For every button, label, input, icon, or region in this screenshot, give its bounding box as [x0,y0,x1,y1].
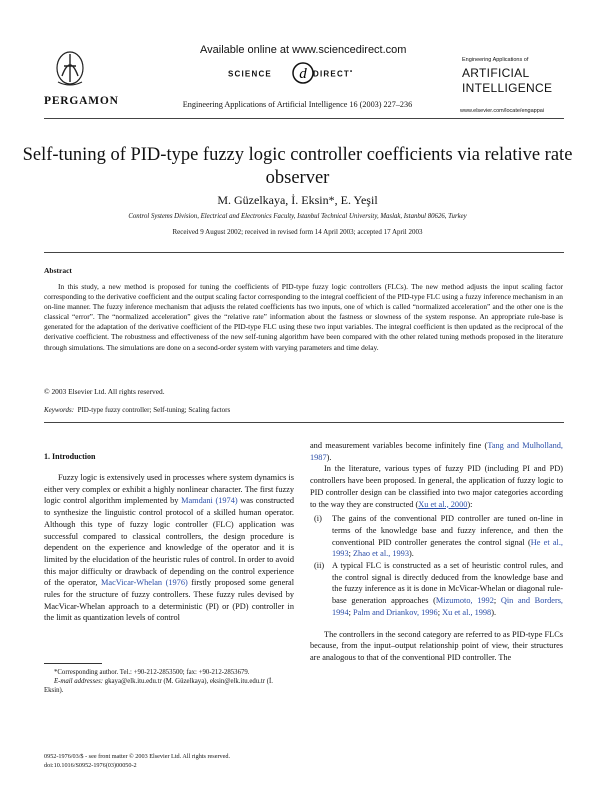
text-run: and measurement variables become infinit… [310,441,488,450]
right-column: and measurement variables become infinit… [310,440,563,664]
section-heading-introduction: 1. Introduction [44,452,96,461]
ref-link-zhao[interactable]: Zhao et al., 1993 [352,549,409,559]
article-title: Self-tuning of PID-type fuzzy logic cont… [22,145,573,188]
intro-paragraph-1: Fuzzy logic is extensively used in proce… [44,472,294,624]
list-number: (i) [314,514,322,524]
abstract-top-divider [44,252,564,253]
left-column: Fuzzy logic is extensively used in proce… [44,472,294,624]
text-run: ). [408,549,414,559]
text-run: ). [491,607,497,617]
text-run: firstly proposed some general rules for … [44,578,294,623]
text-run: In the literature, various types of fuzz… [310,464,563,509]
ref-link-he[interactable]: He et al., 1993 [332,537,563,559]
front-matter-footer: 0952-1976/03/$ - see front matter © 2003… [44,752,230,770]
ref-link-tang[interactable]: Tang and Mulholland, 1987 [310,441,563,462]
publisher-logo [42,48,98,92]
journal-url[interactable]: www.elsevier.com/locate/engappai [460,108,545,114]
header-divider [44,118,564,119]
keywords-values: PID-type fuzzy controller; Self-tuning; … [77,406,231,414]
footnote-emails: E-mail addresses: gkaya@elk.itu.edu.tr (… [44,677,294,695]
list-item: (ii) A typical FLC is constructed as a se… [314,561,564,617]
text-run: Fuzzy logic is extensively used in proce… [44,473,294,506]
publisher-name: PERGAMON [44,95,119,107]
text-run: ): [467,499,473,509]
abstract-bottom-divider [44,422,564,423]
footnote: *Corresponding author. Tel.: +90-212-285… [44,668,294,696]
text-run: ; [348,549,353,559]
ref-link-palm[interactable]: Palm and Driankov, 1996 [352,607,438,617]
ref-link-qin[interactable]: Qin and Borders, 1994 [332,596,564,617]
abstract-heading: Abstract [44,266,72,275]
sciencedirect-wordmark: SCIENCE DIRECT• [228,69,354,79]
article-affiliation: Control Systems Division, Electrical and… [128,213,467,220]
footnote-rule [44,663,102,664]
text-run: was constructed to synthesize the lingui… [44,496,294,588]
journal-citation: Engineering Applications of Artificial I… [182,100,413,109]
text-run: ). [326,452,332,462]
journal-title-line2: INTELLIGENCE [462,81,553,95]
footnote-corresponding: *Corresponding author. Tel.: +90-212-285… [54,669,250,676]
list-number: (ii) [314,561,325,571]
abstract-text: In this study, a new method is proposed … [44,282,563,352]
list-item: (i) The gains of the conventional PID con… [310,513,563,560]
ref-link-xu1998[interactable]: Xu et al., 1998 [442,607,492,617]
article-received: Received 9 August 2002; received in revi… [172,228,423,236]
issn-line: 0952-1976/03/$ - see front matter © 2003… [44,753,230,760]
sciencedirect-logo[interactable]: d [228,60,378,86]
intro-paragraph-2: In the literature, various types of fuzz… [310,463,563,510]
ref-link-xu2000[interactable]: Xu et al., 2000 [418,499,468,509]
category-list: (i) The gains of the conventional PID con… [310,513,563,618]
available-online-text[interactable]: Available online at www.sciencedirect.co… [200,44,407,56]
ref-link-mizumoto[interactable]: Mizumoto, 1992 [435,596,494,606]
intro-paragraph-3: The controllers in the second category a… [310,629,563,662]
abstract-copyright: © 2003 Elsevier Ltd. All rights reserved… [44,387,165,396]
ref-link-mamdani[interactable]: Mamdani (1974) [181,496,238,506]
intro-paragraph-continued: and measurement variables become infinit… [310,440,563,463]
text-run: A typical FLC is constructed as a set of… [332,561,563,606]
doi-line[interactable]: doi:10.1016/S0952-1976(03)00050-2 [44,762,137,769]
journal-small-caption: Engineering Applications of [462,57,529,63]
text-run: The gains of the conventional PID contro… [332,514,563,547]
journal-logo-title: ARTIFICIAL INTELLIGENCE [462,66,552,96]
journal-title-line1: ARTIFICIAL [462,66,530,80]
svg-text:d: d [299,66,307,82]
article-authors: M. Güzelkaya, İ. Eksin*, E. Yeşil [217,193,378,207]
ref-link-macvicar[interactable]: MacVicar-Whelan (1976) [101,578,188,588]
emails-value[interactable]: gkaya@elk.itu.edu.tr (M. Güzelkaya), eks… [44,678,273,695]
emails-label: E-mail addresses: [54,678,104,686]
keywords-label: Keywords: [44,406,75,414]
keywords: Keywords: PID-type fuzzy controller; Sel… [44,406,230,414]
